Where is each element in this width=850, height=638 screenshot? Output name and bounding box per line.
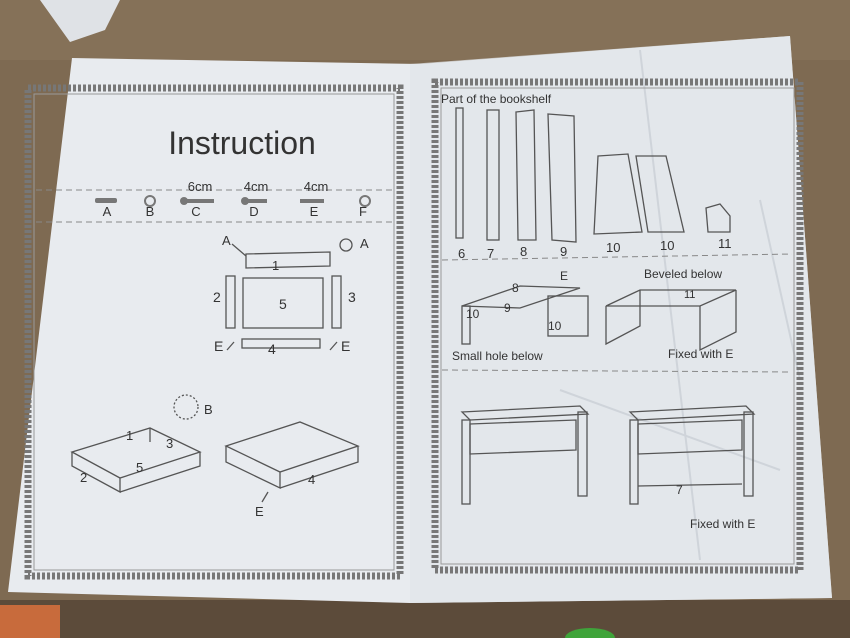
hardware-f: F bbox=[359, 195, 371, 219]
drawer-right-label-4: 4 bbox=[308, 472, 315, 487]
part-10a-label: 10 bbox=[606, 240, 620, 255]
drawer-exploded-diagram: A 1 A 2 5 3 4 E E bbox=[213, 233, 369, 357]
assembly-b-diagram: Beveled below 11 Fixed with E bbox=[605, 267, 737, 361]
part-7-label: 7 bbox=[487, 246, 494, 261]
part-11-label: 11 bbox=[718, 236, 732, 251]
instruction-title: Instruction bbox=[168, 125, 316, 161]
hardware-d-size: 4cm bbox=[244, 179, 269, 194]
panel-4 bbox=[241, 338, 321, 349]
part-9-label: 9 bbox=[560, 244, 567, 259]
assembly-a-caption: Small hole below bbox=[452, 349, 543, 363]
parts-separator bbox=[441, 253, 793, 261]
hardware-e: 4cm E bbox=[300, 179, 328, 219]
assembly-a-label-8: 8 bbox=[512, 281, 519, 295]
right-page-border bbox=[431, 78, 804, 574]
assembly-b-label-11: 11 bbox=[684, 289, 695, 301]
final-caption: Fixed with E bbox=[690, 517, 755, 531]
drawer-left-label-3: 3 bbox=[166, 436, 173, 451]
paper-scrap bbox=[40, 0, 120, 42]
part-6 bbox=[455, 107, 464, 239]
drawer-assembly-diagram: B 1 2 3 5 4 E bbox=[70, 394, 360, 519]
drawer-left-label-1: 1 bbox=[126, 428, 133, 443]
panel-1-label: 1 bbox=[272, 258, 279, 273]
final-desk-right: 7 bbox=[628, 405, 756, 505]
final-label-7: 7 bbox=[676, 483, 683, 497]
hardware-a-label: A bbox=[103, 204, 112, 219]
hardware-c-label: C bbox=[191, 204, 200, 219]
part-8 bbox=[515, 109, 537, 241]
floor-strip bbox=[0, 600, 850, 638]
hardware-c-size: 6cm bbox=[188, 179, 213, 194]
hardware-c: 6cm C bbox=[180, 179, 214, 219]
part-7 bbox=[486, 109, 500, 241]
assembly-b-caption-bottom: Fixed with E bbox=[668, 347, 733, 361]
hardware-a: A bbox=[95, 198, 117, 219]
assembly-separator bbox=[441, 369, 793, 373]
bookshelf-parts: 6 7 8 9 10 10 11 bbox=[455, 107, 732, 261]
assembly-b-caption-top: Beveled below bbox=[644, 267, 722, 281]
panel-3-label: 3 bbox=[348, 289, 356, 305]
hardware-e-label: E bbox=[310, 204, 319, 219]
step1-label-a-left: A bbox=[222, 233, 231, 248]
panel-2-label: 2 bbox=[213, 289, 221, 305]
hardware-d: 4cm D bbox=[241, 179, 268, 219]
assembly-a-label-10a: 10 bbox=[466, 307, 480, 321]
drawer-left-label-2: 2 bbox=[80, 470, 87, 485]
part-11 bbox=[705, 203, 731, 233]
hardware-d-label: D bbox=[249, 204, 258, 219]
assembly-a-label-e: E bbox=[560, 269, 568, 283]
step1-label-e-right: E bbox=[341, 338, 350, 354]
left-page-border bbox=[24, 84, 404, 580]
drawer-right-label-e: E bbox=[255, 504, 264, 519]
panel-4-label: 4 bbox=[268, 341, 276, 357]
assembly-a-diagram: E 8 9 10 10 Small hole below bbox=[452, 269, 589, 363]
part-6-label: 6 bbox=[458, 246, 465, 261]
part-10a bbox=[593, 153, 643, 235]
part-8-label: 8 bbox=[520, 244, 527, 259]
panel-1 bbox=[245, 251, 331, 269]
final-desk-left bbox=[460, 405, 590, 505]
hardware-f-label: F bbox=[359, 204, 367, 219]
hardware-b: B bbox=[144, 195, 156, 219]
panel-5-label: 5 bbox=[279, 296, 287, 312]
step1-label-e-left: E bbox=[214, 338, 223, 354]
assembly-a-label-9: 9 bbox=[504, 301, 511, 315]
panel-2 bbox=[225, 275, 236, 329]
hardware-e-size: 4cm bbox=[304, 179, 329, 194]
panel-5 bbox=[242, 277, 324, 329]
step1-label-a-right: A bbox=[360, 236, 369, 251]
part-9 bbox=[547, 113, 577, 243]
panel-3 bbox=[331, 275, 342, 329]
part-10b-label: 10 bbox=[660, 238, 674, 253]
parts-heading: Part of the bookshelf bbox=[441, 92, 552, 106]
step2-callout-b: B bbox=[204, 402, 213, 417]
part-10b bbox=[635, 155, 685, 233]
hardware-row: A B 6cm C 4cm D 4cm E F bbox=[95, 179, 371, 219]
drawer-left-label-5: 5 bbox=[136, 460, 143, 475]
assembly-a-label-10b: 10 bbox=[548, 319, 562, 333]
hardware-b-label: B bbox=[146, 204, 155, 219]
